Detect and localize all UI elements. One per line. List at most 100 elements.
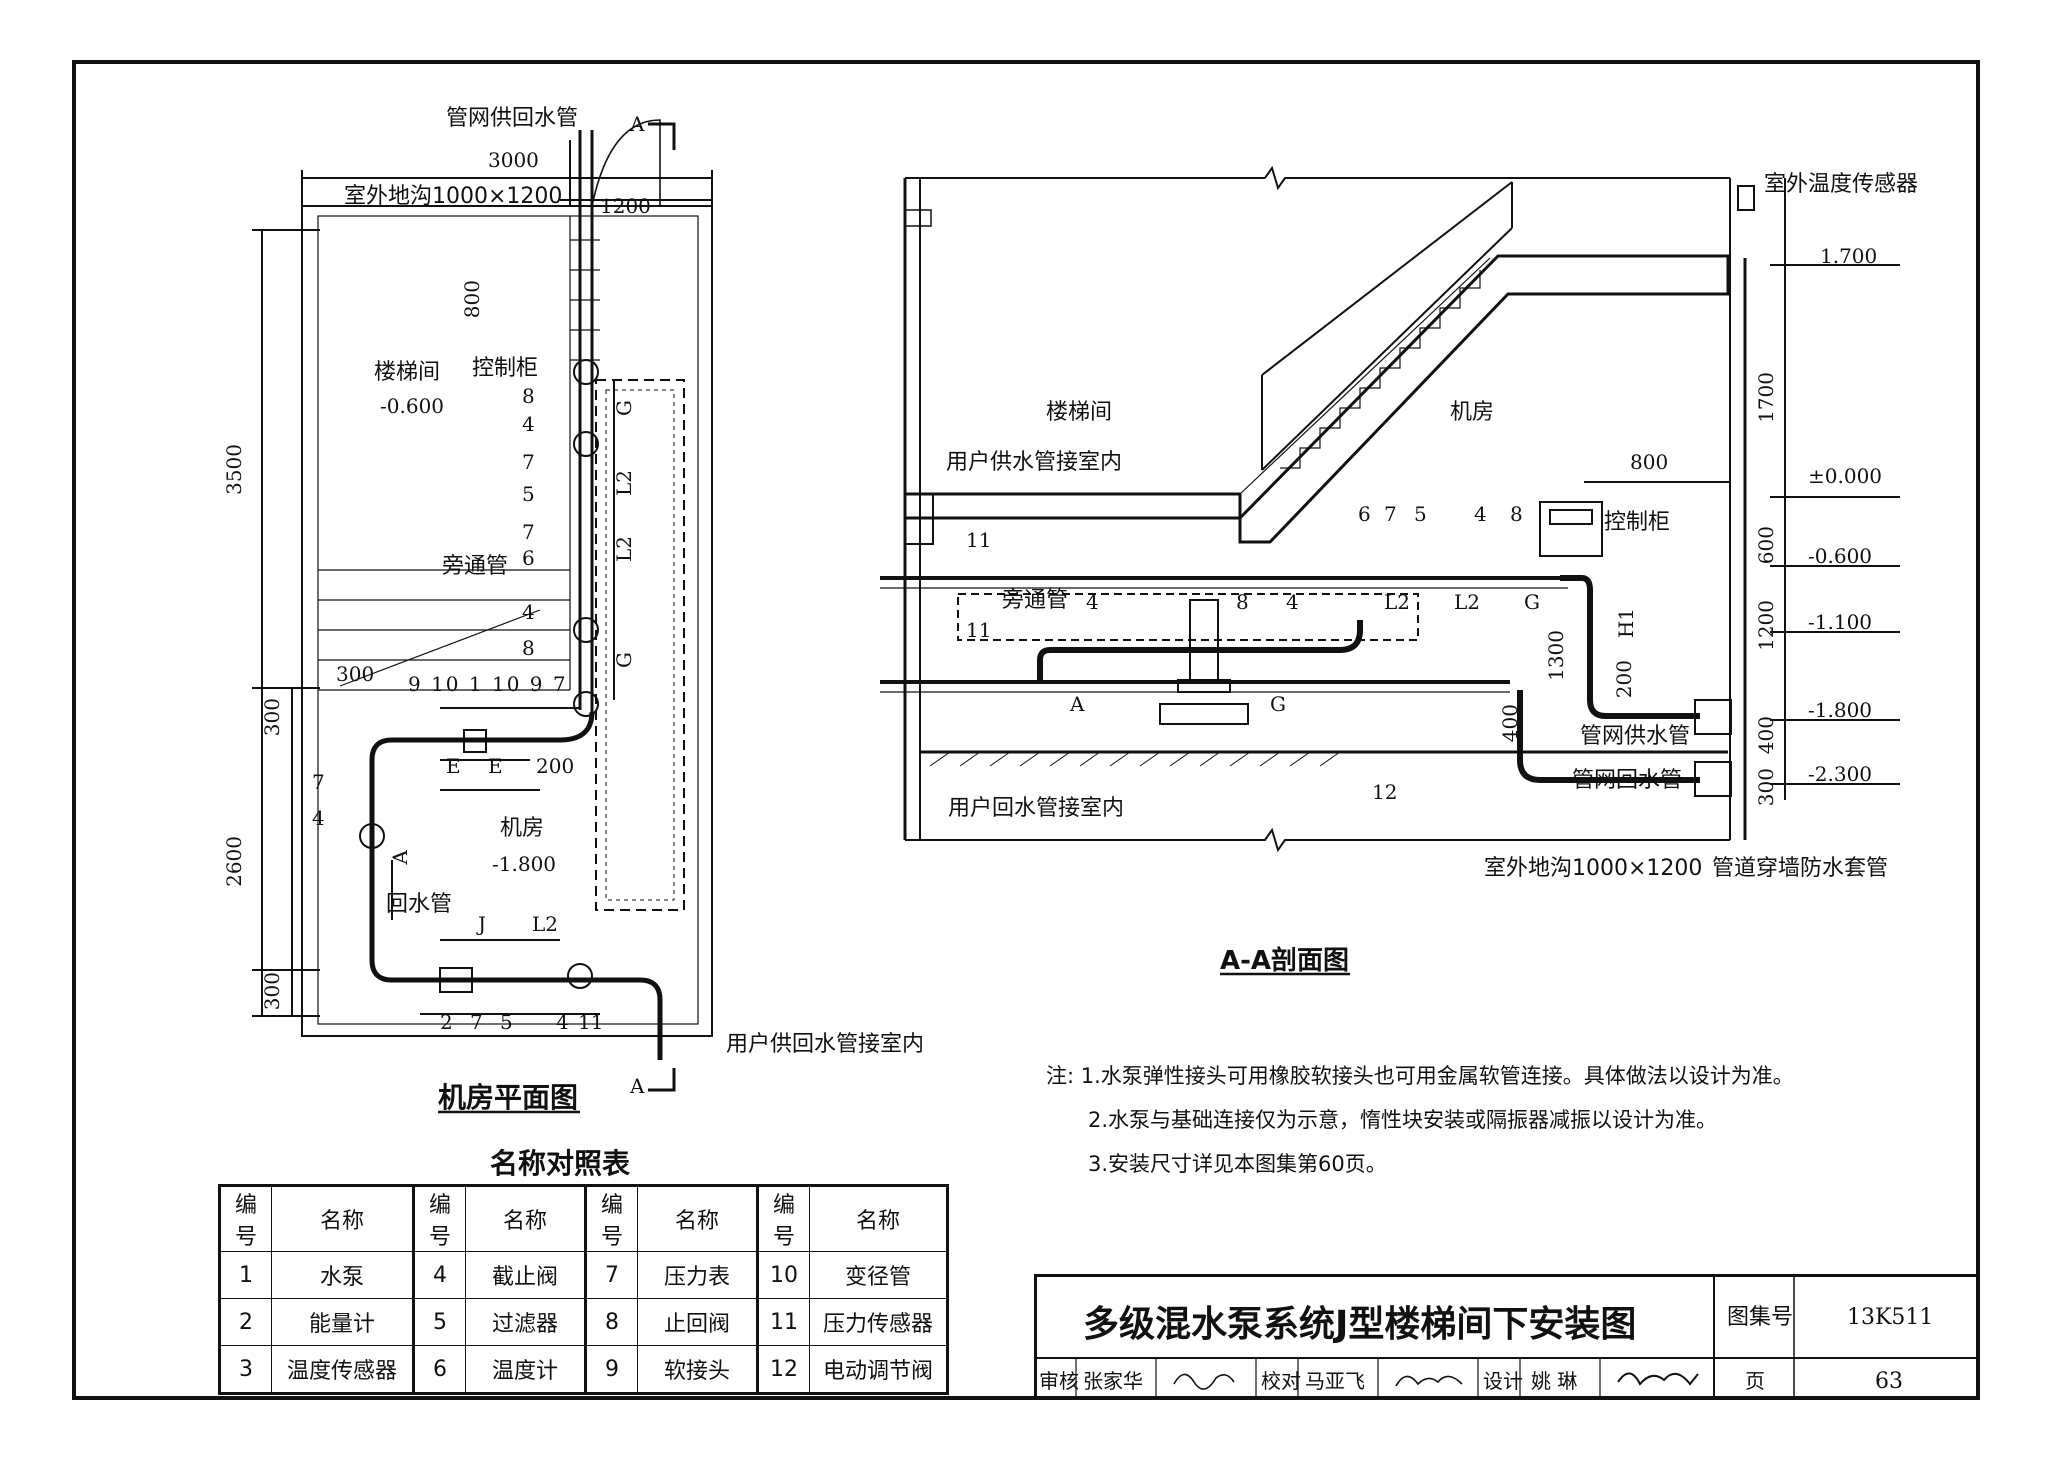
legend-cell: 软接头 xyxy=(637,1345,759,1394)
legend-cell: 8 xyxy=(585,1298,638,1346)
reviewer-name: 张家华 xyxy=(1083,1369,1143,1393)
plan-callout-bottom-5: 5 xyxy=(500,1010,513,1034)
plan-label-machine-room: 机房 xyxy=(500,816,545,841)
section-dim-l2b: L2 xyxy=(1454,590,1481,614)
legend-cell: 截止阀 xyxy=(465,1251,587,1299)
legend-header-row: 编号 名称 编号 名称 编号 名称 编号 名称 xyxy=(219,1185,948,1252)
section-level-2: ±0.000 xyxy=(1808,464,1883,488)
section-callout-6: 6 xyxy=(1358,502,1371,526)
plan-callout-6: 6 xyxy=(522,546,535,570)
section-label-machine-room: 机房 xyxy=(1450,400,1495,425)
legend-cell: 5 xyxy=(413,1298,466,1346)
page-label: 页 xyxy=(1745,1369,1765,1393)
legend-cell: 水泵 xyxy=(271,1251,415,1299)
section-callout-4a: 4 xyxy=(1474,502,1487,526)
section-title: A-A剖面图 xyxy=(1220,946,1350,976)
legend-cell: 10 xyxy=(757,1251,810,1299)
legend-cell: 温度传感器 xyxy=(271,1345,415,1394)
legend-cell: 2 xyxy=(219,1298,272,1346)
section-dim-a: A xyxy=(1070,692,1085,716)
section-dim-400b: 400 xyxy=(1498,704,1522,743)
section-dim-200: 200 xyxy=(1612,660,1636,699)
section-callout-11a: 11 xyxy=(966,528,992,552)
design-label: 设计 xyxy=(1483,1369,1523,1393)
atlas-number: 13K511 xyxy=(1847,1305,1934,1330)
plan-dim-300b: 300 xyxy=(336,662,375,686)
plan-dim-l2c: L2 xyxy=(532,912,559,936)
legend-cell: 温度计 xyxy=(465,1345,587,1394)
plan-dim-total-width: 3000 xyxy=(488,148,539,172)
section-label-outdoor-temp-sensor: 室外温度传感器 xyxy=(1764,172,1919,197)
legend-header: 编号 xyxy=(413,1185,466,1252)
plan-label-supply-return-main: 管网供回水管 xyxy=(446,106,579,131)
designer-name: 姚 琳 xyxy=(1531,1369,1578,1393)
legend-cell: 1 xyxy=(219,1251,272,1299)
plan-dim-200: 200 xyxy=(536,754,575,778)
section-level-6: -2.300 xyxy=(1808,762,1873,786)
plan-callout-left-4: 4 xyxy=(312,806,325,830)
section-callout-8a: 8 xyxy=(1510,502,1523,526)
plan-callout-4b: 4 xyxy=(522,600,535,624)
section-callout-7: 7 xyxy=(1384,502,1397,526)
section-dim-g2: G xyxy=(1270,692,1286,716)
legend-header: 名称 xyxy=(465,1185,587,1252)
plan-callout-left-7: 7 xyxy=(312,770,325,794)
section-dim-1200: 1200 xyxy=(1754,600,1778,651)
section-dim-400: 400 xyxy=(1754,716,1778,755)
plan-label-return-pipe: 回水管 xyxy=(386,892,453,917)
plan-label-stairwell: 楼梯间 xyxy=(374,360,441,385)
plan-dim-300a: 300 xyxy=(260,698,284,737)
plan-label-control-cabinet: 控制柜 xyxy=(472,356,539,381)
section-label-main-supply: 管网供水管 xyxy=(1580,724,1691,749)
plan-dim-j: J xyxy=(478,912,487,936)
legend-cell: 止回阀 xyxy=(637,1298,759,1346)
plan-callout-7a: 7 xyxy=(522,450,535,474)
plan-callout-5a: 5 xyxy=(522,482,535,506)
section-level-4: -1.100 xyxy=(1808,610,1873,634)
note-2: 2.水泵与基础连接仅为示意，惰性块安装或隔振器减振以设计为准。 xyxy=(1088,1108,1718,1132)
section-dim-l2a: L2 xyxy=(1384,590,1411,614)
checker-signature xyxy=(1395,1375,1463,1387)
legend-cell: 电动调节阀 xyxy=(809,1345,948,1394)
section-dim-600: 600 xyxy=(1754,526,1778,565)
plan-room-outline xyxy=(301,205,713,1037)
section-dim-1700: 1700 xyxy=(1754,372,1778,423)
section-label-wall-sleeve: 管道穿墙防水套管 xyxy=(1712,856,1889,881)
plan-dim-l2a: L2 xyxy=(612,470,636,497)
plan-dim-800: 800 xyxy=(460,280,484,319)
plan-callout-4a: 4 xyxy=(522,412,535,436)
section-level-1: 1.700 xyxy=(1820,244,1878,268)
legend-cell: 4 xyxy=(413,1251,466,1299)
section-label-stairwell: 楼梯间 xyxy=(1046,400,1113,425)
section-mark-a-top: A xyxy=(630,112,645,136)
plan-dim-g1: G xyxy=(612,400,636,416)
check-label: 校对 xyxy=(1261,1369,1301,1393)
review-label: 审核 xyxy=(1039,1369,1079,1393)
section-label-bypass: 旁通管 xyxy=(1002,588,1069,613)
plan-level-machine-room: -1.800 xyxy=(492,852,557,876)
plan-callout-bottom-11: 11 xyxy=(578,1010,604,1034)
section-level-5: -1.800 xyxy=(1808,698,1873,722)
note-1: 注: 1.水泵弹性接头可用橡胶软接头也可用金属软管连接。具体做法以设计为准。 xyxy=(1046,1064,1794,1088)
plan-callout-bottom-4: 4 xyxy=(556,1010,569,1034)
plan-dim-3500: 3500 xyxy=(222,444,246,495)
legend-cell: 12 xyxy=(757,1345,810,1394)
plan-callout-8a: 8 xyxy=(522,384,535,408)
legend-cell: 压力传感器 xyxy=(809,1298,948,1346)
section-label-user-supply: 用户供水管接室内 xyxy=(946,450,1123,475)
plan-dim-l2b: L2 xyxy=(612,536,636,563)
section-callout-4c: 4 xyxy=(1286,590,1299,614)
section-label-outdoor-trench: 室外地沟1000×1200 xyxy=(1484,856,1703,881)
plan-label-user-connection: 用户供回水管接室内 xyxy=(726,1032,925,1057)
section-dim-h1: H1 xyxy=(1614,608,1638,639)
legend-header: 名称 xyxy=(809,1185,948,1252)
section-callout-12: 12 xyxy=(1372,780,1398,804)
section-label-user-return: 用户回水管接室内 xyxy=(948,796,1125,821)
plan-label-outdoor-trench: 室外地沟1000×1200 xyxy=(344,184,563,209)
legend-cell: 3 xyxy=(219,1345,272,1394)
legend-cell: 7 xyxy=(585,1251,638,1299)
designer-signature xyxy=(1617,1372,1699,1386)
atlas-label: 图集号 xyxy=(1727,1305,1794,1330)
section-dim-g1: G xyxy=(1524,590,1540,614)
